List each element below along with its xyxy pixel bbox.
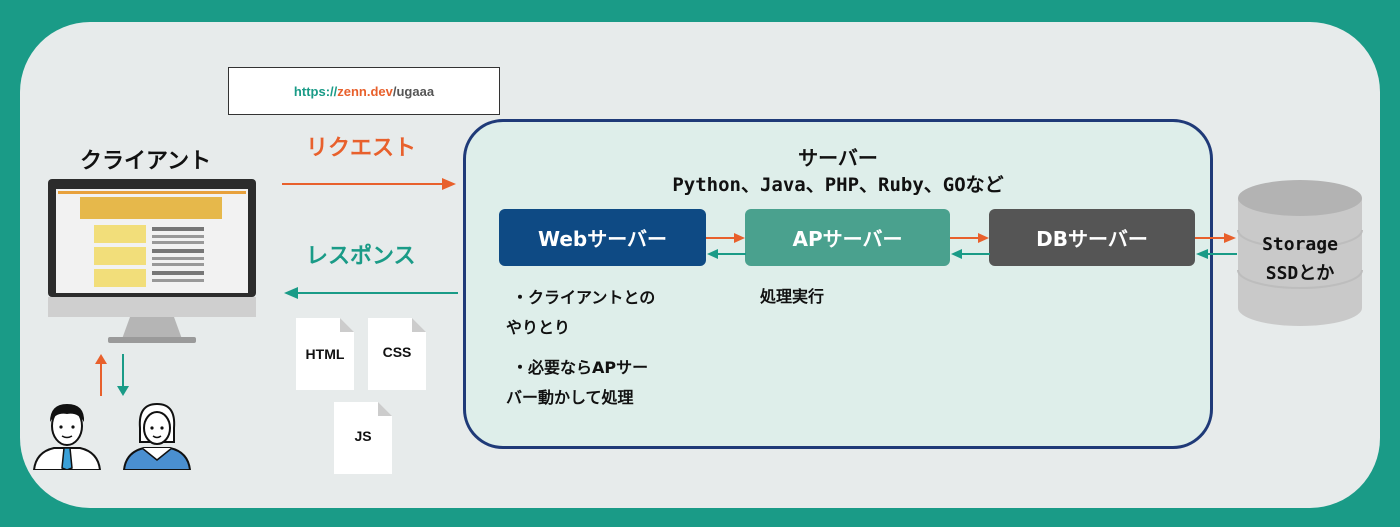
file-css: CSS bbox=[368, 318, 426, 394]
web-note-line: ・必要ならAPサー bbox=[512, 358, 649, 377]
web-server-box: Webサーバー bbox=[499, 209, 706, 266]
file-html: HTML bbox=[296, 318, 354, 394]
file-html-label: HTML bbox=[305, 346, 345, 362]
document-icon bbox=[368, 318, 426, 390]
document-icon bbox=[296, 318, 354, 390]
web-server-notes: ・クライアントとの やりとり ・必要ならAPサー バー動かして処理 bbox=[506, 283, 655, 413]
web-ap-arrows-icon bbox=[706, 233, 746, 259]
web-note-line: ・クライアントとの bbox=[512, 288, 656, 307]
storage-line: Storage bbox=[1262, 234, 1338, 255]
url-box: https://zenn.dev/ugaaa bbox=[228, 67, 500, 115]
monitor-icon bbox=[48, 179, 256, 343]
response-arrow-icon bbox=[284, 287, 458, 299]
db-storage-arrows-icon bbox=[1195, 233, 1237, 259]
file-js: JS bbox=[334, 402, 392, 478]
file-css-label: CSS bbox=[382, 344, 412, 360]
request-arrow-icon bbox=[282, 178, 456, 190]
server-container bbox=[463, 119, 1213, 449]
server-languages: Python、Java、PHP、Ruby、GOなど bbox=[672, 174, 1004, 196]
storage-line: SSDとか bbox=[1265, 263, 1335, 284]
document-icon bbox=[334, 402, 392, 474]
database-icon bbox=[1237, 180, 1363, 326]
ap-server-box: APサーバー bbox=[745, 209, 950, 266]
request-label: リクエスト bbox=[306, 136, 417, 161]
url-path: /ugaaa bbox=[392, 83, 435, 99]
client-title: クライアント bbox=[80, 149, 212, 174]
ap-server-note: 処理実行 bbox=[760, 287, 825, 306]
web-note-line: やりとり bbox=[506, 318, 571, 337]
arrow-icon bbox=[95, 354, 129, 396]
url-domain: zenn.dev bbox=[337, 83, 393, 99]
db-server-box: DBサーバー bbox=[989, 209, 1195, 266]
ap-db-arrows-icon bbox=[950, 233, 990, 259]
storage-label: Storage SSDとか bbox=[1237, 230, 1363, 288]
web-note-line: バー動かして処理 bbox=[506, 388, 634, 407]
server-title: サーバー bbox=[798, 146, 878, 170]
file-js-label: JS bbox=[354, 428, 372, 444]
users-icon bbox=[32, 402, 192, 470]
url-scheme: https:// bbox=[293, 83, 338, 99]
response-label: レスポンス bbox=[306, 244, 416, 269]
